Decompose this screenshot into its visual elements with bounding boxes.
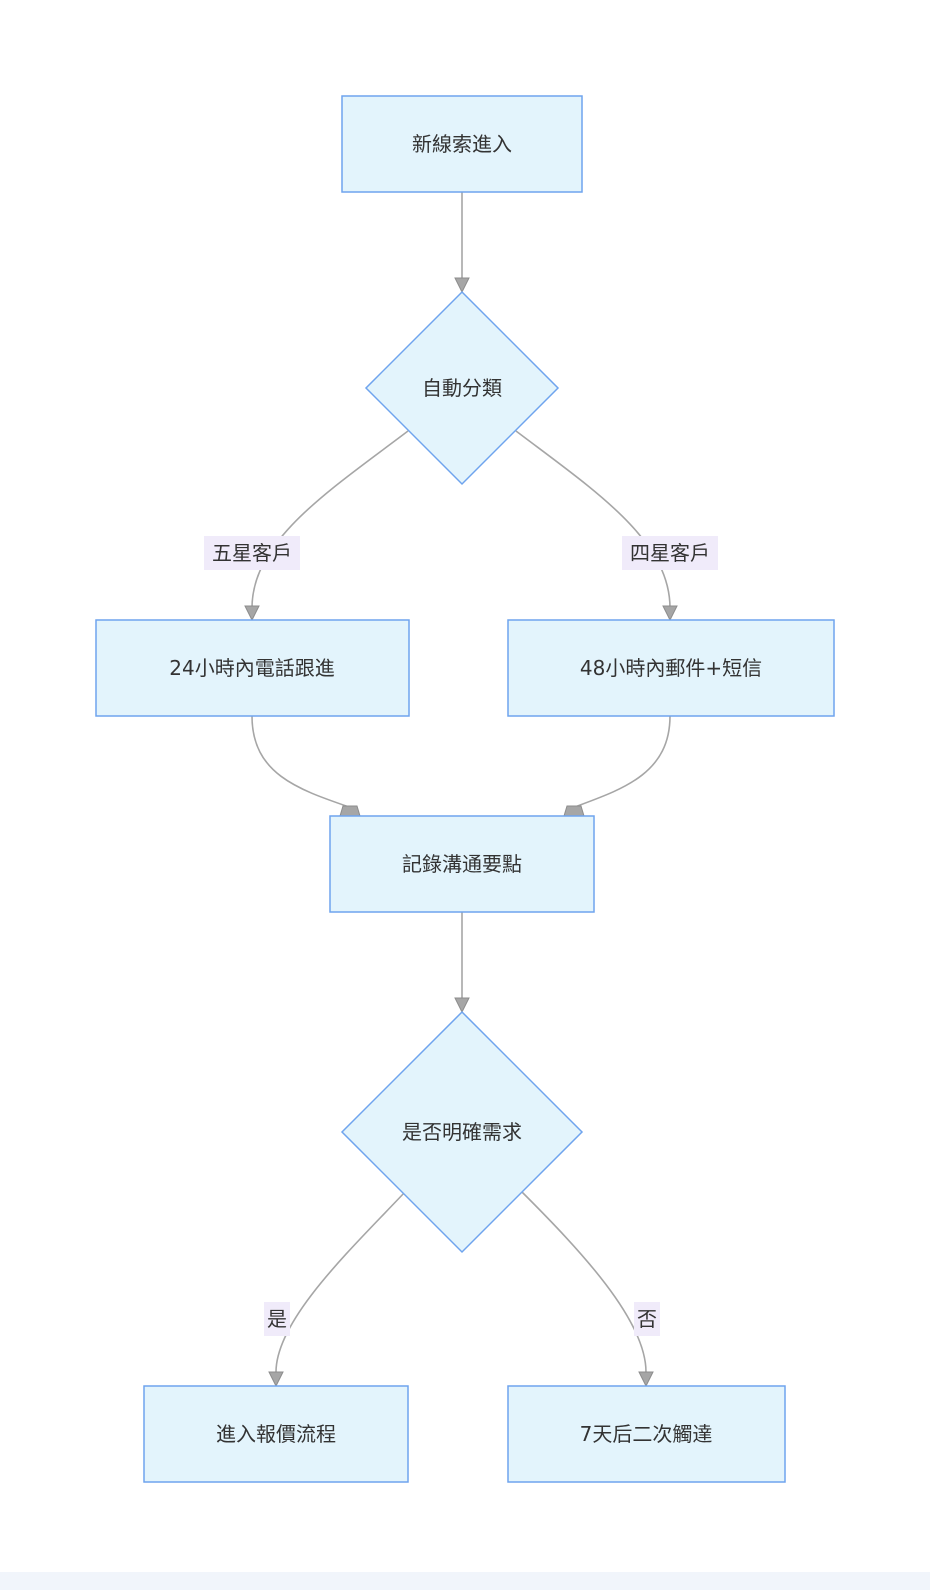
node-five-star-followup-box	[95, 619, 410, 717]
node-clear-need-label: 是否明確需求	[402, 1120, 522, 1144]
node-retouch-box	[507, 1385, 786, 1483]
node-record-points-label: 記錄溝通要點	[402, 852, 522, 876]
edge-label-yes-bg	[264, 1302, 290, 1336]
edge-label-no-bg	[634, 1302, 660, 1336]
edge-classify-to-four-star	[515, 430, 671, 609]
node-four-star-followup[interactable]: 48小時內郵件+短信	[507, 619, 835, 717]
arrowhead-quote	[268, 1371, 284, 1388]
edge-label-yes: 是	[264, 1302, 290, 1336]
arrowhead-five-star	[244, 605, 260, 622]
node-record-points[interactable]: 記錄溝通要點	[329, 815, 595, 913]
edge-label-five-star: 五星客戶	[204, 536, 300, 570]
edge-label-four-star-text: 四星客戶	[630, 541, 710, 565]
bottom-strip	[0, 1572, 930, 1590]
edge-label-no: 否	[634, 1302, 660, 1336]
edge-label-four-star-bg	[622, 536, 718, 570]
arrowhead-retouch	[638, 1371, 654, 1388]
edge-four-star-to-record	[571, 715, 671, 809]
edge-five-star-to-record	[251, 715, 353, 809]
arrowhead-four-star	[662, 605, 678, 622]
node-new-lead[interactable]: 新線索進入	[341, 95, 583, 193]
node-new-lead-label: 新線索進入	[412, 132, 512, 156]
arrowhead-record-left	[339, 805, 361, 817]
edge-classify-to-five-star	[251, 430, 409, 609]
node-five-star-followup-label: 24小時內電話跟進	[169, 656, 334, 680]
edge-label-yes-text: 是	[267, 1307, 287, 1331]
node-record-points-box	[329, 815, 595, 913]
edge-label-five-star-text: 五星客戶	[212, 541, 292, 565]
node-enter-quote[interactable]: 進入報價流程	[143, 1385, 409, 1483]
arrowhead-record-right	[563, 805, 585, 817]
node-retouch[interactable]: 7天后二次觸達	[507, 1385, 786, 1483]
arrowhead-clear-need	[454, 997, 470, 1014]
edge-label-no-text: 否	[637, 1307, 657, 1331]
edge-label-five-star-bg	[204, 536, 300, 570]
edge-clear-need-to-quote	[275, 1191, 406, 1373]
edge-label-four-star: 四星客戶	[622, 536, 718, 570]
node-auto-classify-shape	[364, 290, 560, 486]
node-four-star-followup-box	[507, 619, 835, 717]
node-auto-classify-label: 自動分類	[422, 376, 502, 400]
node-enter-quote-box	[143, 1385, 409, 1483]
nodes: 新線索進入 自動分類 24小時內電話跟進 48小時內郵件+短信 記錄溝通要點 是…	[95, 95, 835, 1483]
node-four-star-followup-label: 48小時內郵件+短信	[580, 656, 762, 680]
node-clear-need[interactable]: 是否明確需求	[340, 1010, 584, 1254]
node-auto-classify[interactable]: 自動分類	[364, 290, 560, 486]
node-enter-quote-label: 進入報價流程	[216, 1422, 336, 1446]
edge-clear-need-to-retouch	[521, 1191, 647, 1373]
node-five-star-followup[interactable]: 24小時內電話跟進	[95, 619, 410, 717]
node-new-lead-box	[341, 95, 583, 193]
node-retouch-label: 7天后二次觸達	[580, 1422, 713, 1446]
node-clear-need-shape	[340, 1010, 584, 1254]
arrowhead-classify	[454, 277, 470, 294]
edges	[244, 192, 678, 1388]
edge-labels: 五星客戶 四星客戶 是 否	[204, 536, 718, 1336]
